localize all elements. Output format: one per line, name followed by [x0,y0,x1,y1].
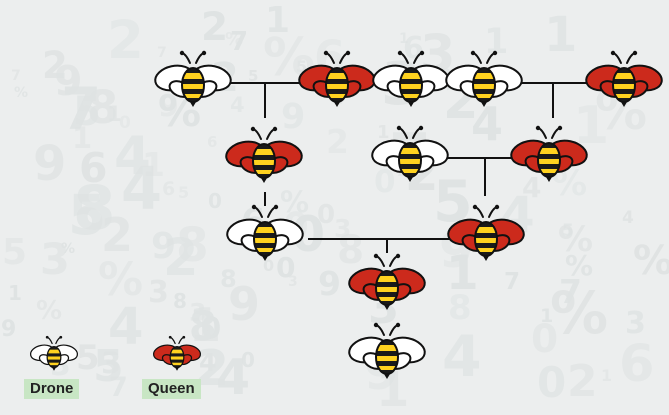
drone-bee-icon [225,205,305,261]
drone-bee-icon [347,323,427,379]
generation-5 [347,323,427,379]
drone-bee-icon [370,126,450,182]
legend-icons [29,336,202,371]
generation-4 [347,254,427,310]
drone-bee-icon [444,51,524,107]
queen-bee-icon [509,126,589,182]
drone-bee-icon [371,51,451,107]
generation-2 [224,126,589,183]
queen-bee-icon [446,205,526,261]
generation-3 [225,205,526,261]
tree-connectors [229,82,590,253]
legend-queen-label: Queen [142,379,201,399]
queen-bee-icon [584,51,664,107]
queen-bee-icon [297,51,377,107]
legend-drone-label: Drone [24,379,80,399]
queen-bee-icon [347,254,427,310]
drone-bee-icon [153,51,233,107]
queen-bee-icon [224,127,304,183]
generation-1 [153,51,664,107]
legend-drone-icon [29,336,79,371]
legend-queen-icon [152,336,202,371]
